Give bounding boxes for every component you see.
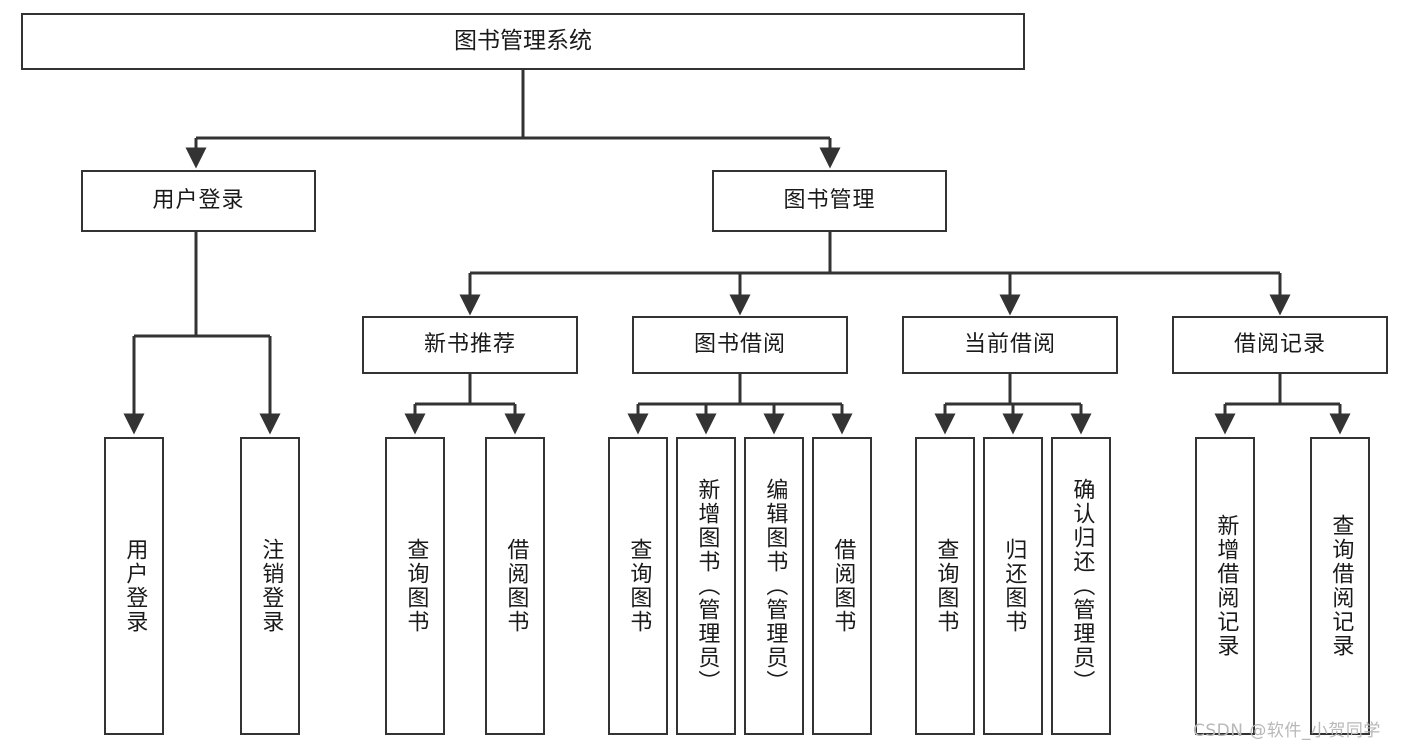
leaf-label: 确认归还（管理员） [1069,478,1095,694]
leaf-label: 查询图书 [403,538,429,634]
leaf-label: 借阅图书 [503,538,529,634]
node-book-borrow[interactable]: 图书借阅 [632,316,848,374]
leaf-borrow-record-query-record[interactable]: 查询借阅记录 [1310,437,1370,735]
leaf-new-book-query-book[interactable]: 查询图书 [385,437,445,735]
leaf-label: 归还图书 [1001,538,1027,634]
leaf-book-borrow-borrow-book[interactable]: 借阅图书 [812,437,872,735]
node-root-label: 图书管理系统 [454,27,592,54]
leaf-user-login-logout[interactable]: 注销登录 [240,437,300,735]
leaf-label: 编辑图书（管理员） [762,478,788,694]
node-current-borrow-label: 当前借阅 [963,331,1056,357]
node-borrow-record-label: 借阅记录 [1233,331,1326,357]
csdn-watermark: CSDN @软件_小贺同学 [1193,721,1381,741]
leaf-label: 新增借阅记录 [1213,514,1239,658]
node-new-book-recommend[interactable]: 新书推荐 [362,316,578,374]
node-book-borrow-label: 图书借阅 [693,331,786,357]
node-user-login[interactable]: 用户登录 [81,170,316,232]
leaf-label: 查询图书 [626,538,652,634]
leaf-book-borrow-edit-book[interactable]: 编辑图书（管理员） [744,437,804,735]
node-new-book-recommend-label: 新书推荐 [423,331,516,357]
node-user-login-label: 用户登录 [152,187,245,213]
leaf-label: 查询图书 [933,538,959,634]
leaf-book-borrow-query-book[interactable]: 查询图书 [608,437,668,735]
leaf-label: 用户登录 [122,538,148,634]
leaf-label: 新增图书（管理员） [694,478,720,694]
node-book-manage-label: 图书管理 [783,187,876,213]
leaf-new-book-borrow-book[interactable]: 借阅图书 [485,437,545,735]
leaf-label: 注销登录 [258,538,284,634]
node-root-system[interactable]: 图书管理系统 [21,13,1025,70]
node-current-borrow[interactable]: 当前借阅 [902,316,1118,374]
leaf-current-borrow-query-book[interactable]: 查询图书 [915,437,975,735]
leaf-label: 查询借阅记录 [1328,514,1354,658]
leaf-current-borrow-confirm-return[interactable]: 确认归还（管理员） [1051,437,1111,735]
leaf-user-login-login[interactable]: 用户登录 [104,437,164,735]
leaf-label: 借阅图书 [830,538,856,634]
node-borrow-record[interactable]: 借阅记录 [1172,316,1388,374]
leaf-borrow-record-add-record[interactable]: 新增借阅记录 [1195,437,1255,735]
node-book-manage[interactable]: 图书管理 [712,170,947,232]
leaf-current-borrow-return-book[interactable]: 归还图书 [983,437,1043,735]
leaf-book-borrow-add-book[interactable]: 新增图书（管理员） [676,437,736,735]
